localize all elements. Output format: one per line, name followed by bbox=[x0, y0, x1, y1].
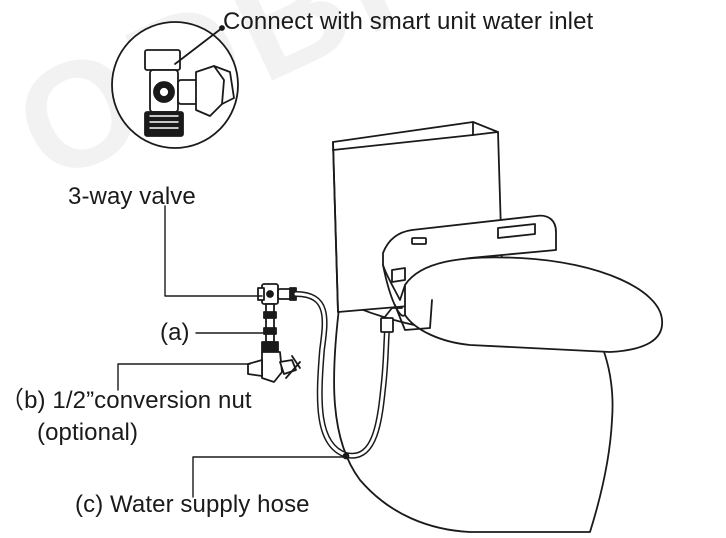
c-leader bbox=[192, 456, 345, 498]
b-leader bbox=[117, 363, 251, 391]
control-panel bbox=[411, 237, 427, 245]
angle-valve bbox=[261, 351, 283, 383]
label-inlet: Connect with smart unit water inlet bbox=[223, 8, 594, 35]
label-a: (a) bbox=[160, 319, 190, 346]
valve-leader bbox=[164, 205, 263, 297]
label-b-optional: (optional) bbox=[37, 419, 139, 446]
label-c-water-supply-hose: (c) Water supply hose bbox=[75, 491, 310, 518]
pipe-a bbox=[265, 303, 275, 343]
inset-leader bbox=[174, 27, 223, 65]
conversion-nut bbox=[261, 341, 279, 353]
label-b-conversion-nut: （b) 1/2”conversion nut bbox=[0, 387, 252, 414]
label-3-way-valve: 3-way valve bbox=[68, 183, 196, 210]
seat-lid bbox=[404, 256, 663, 353]
